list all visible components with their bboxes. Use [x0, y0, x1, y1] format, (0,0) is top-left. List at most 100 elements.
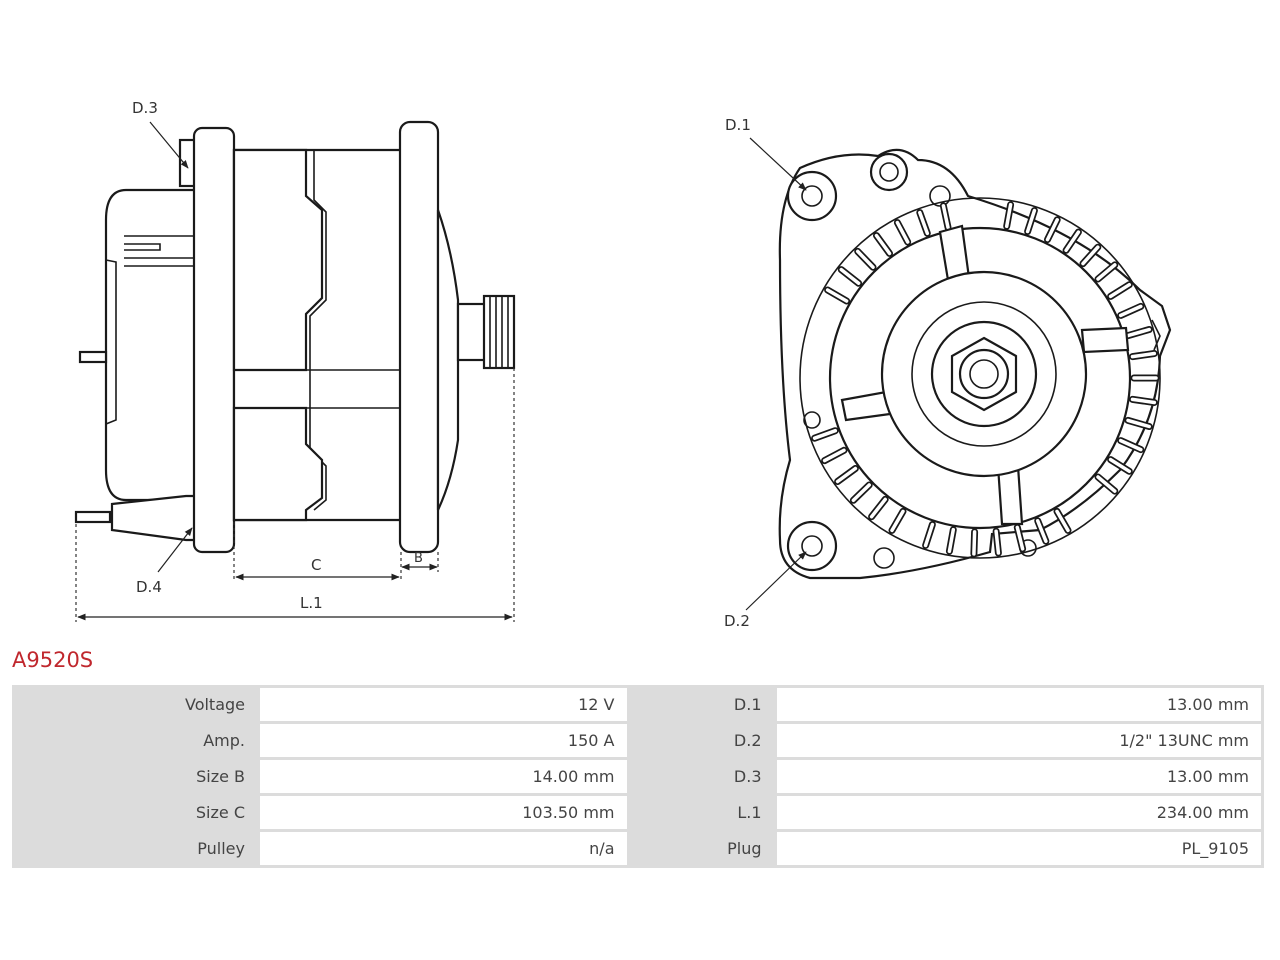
vent-slot — [972, 530, 977, 556]
shaft-washer — [958, 348, 1010, 400]
vent-slot — [1118, 304, 1143, 318]
vent-slot — [890, 509, 905, 533]
label-c: C — [311, 556, 321, 574]
vent-slot — [1108, 282, 1132, 299]
housing-center-band — [234, 369, 404, 409]
spec-value: PL_9105 — [776, 832, 1261, 865]
label-d4: D.4 — [136, 578, 162, 596]
rear-cover-clip-lower — [124, 257, 195, 267]
d2-leader — [745, 551, 807, 611]
vent-slot — [835, 466, 858, 484]
pulley — [482, 294, 516, 370]
product-code: A9520S — [12, 648, 94, 672]
spec-value: 1/2" 13UNC mm — [776, 724, 1261, 757]
spec-value: 14.00 mm — [260, 760, 627, 793]
spec-value: 12 V — [260, 688, 627, 721]
vent-slot — [895, 220, 910, 244]
spec-key: Size B — [15, 760, 257, 793]
vent-slot — [947, 527, 956, 554]
vent-slot — [1025, 208, 1037, 234]
fan-blade-right — [1080, 326, 1130, 354]
spec-value: n/a — [260, 832, 627, 865]
vent-slot — [1118, 438, 1143, 452]
rear-cover-clip-upper — [124, 235, 195, 251]
vent-slot — [1108, 457, 1132, 474]
front-view: D.1 D.2 — [724, 116, 1172, 630]
shaft — [456, 302, 488, 362]
side-small-boss — [803, 411, 821, 429]
vent-slot — [874, 233, 892, 256]
spec-key: Voltage — [15, 688, 257, 721]
side-view: D.3 D.4 B C L.1 — [74, 99, 516, 622]
stator-step-line — [309, 150, 327, 511]
vent-slot — [1081, 245, 1100, 266]
vent-slot — [941, 204, 950, 230]
vent-slot — [1015, 525, 1025, 551]
front-frame-flange — [398, 120, 440, 554]
vent-slot — [918, 210, 930, 236]
spec-key: D.1 — [629, 688, 774, 721]
vent-slot — [1126, 418, 1151, 429]
vent-slot — [825, 288, 849, 303]
cooling-vent-slots — [811, 201, 1160, 558]
vent-slot — [994, 529, 1001, 555]
vent-slot — [1096, 263, 1117, 281]
vent-slot — [851, 483, 871, 503]
spec-key: Amp. — [15, 724, 257, 757]
housing-cutout-lower — [232, 406, 324, 522]
terminal-stud-upper — [78, 350, 108, 364]
upper-boss — [869, 152, 909, 192]
vent-slot — [1045, 218, 1059, 242]
terminal-tab — [1151, 319, 1161, 351]
spec-value: 103.50 mm — [260, 796, 627, 829]
rotor-hub-middle — [911, 301, 1057, 447]
spec-value: 234.00 mm — [776, 796, 1261, 829]
terminal-block — [110, 494, 198, 542]
vent-ring-outer — [799, 197, 1161, 559]
vent-slot — [812, 428, 838, 440]
vent-slot — [1064, 230, 1081, 253]
alternator-technical-drawing: D.3 D.4 B C L.1 — [74, 99, 1172, 630]
vent-slot — [1126, 327, 1151, 338]
vent-slot — [822, 448, 846, 463]
terminal-stud-lower — [74, 510, 112, 524]
label-d2: D.2 — [724, 612, 750, 630]
spec-key: Size C — [15, 796, 257, 829]
spec-key: D.3 — [629, 760, 774, 793]
spec-key: D.2 — [629, 724, 774, 757]
d1-leader — [749, 137, 807, 191]
upper-boss-hole — [879, 162, 899, 182]
d3-leader — [149, 121, 189, 169]
label-l1: L.1 — [300, 594, 323, 612]
d4-leader — [157, 527, 193, 573]
vent-slot — [1035, 519, 1048, 543]
vent-slot — [1004, 202, 1013, 229]
vent-slot — [839, 267, 861, 285]
rear-cover-seam — [105, 259, 117, 425]
vent-slot — [1130, 351, 1157, 359]
spec-value: 13.00 mm — [776, 760, 1261, 793]
front-bearing-dome — [436, 209, 460, 511]
shaft-end — [969, 359, 999, 389]
vent-slot — [869, 497, 887, 519]
label-b: B — [414, 551, 423, 566]
spec-key: L.1 — [629, 796, 774, 829]
rear-cover — [104, 188, 197, 502]
spec-value: 150 A — [260, 724, 627, 757]
vent-slot — [923, 522, 935, 548]
d2-hole — [801, 535, 823, 557]
vent-slot — [1055, 509, 1070, 533]
spec-key: Pulley — [15, 832, 257, 865]
vent-slot — [1130, 397, 1157, 405]
vent-slot — [855, 249, 875, 269]
pulley-grooves — [489, 296, 509, 368]
d1-hole — [801, 185, 823, 207]
spec-value: 13.00 mm — [776, 688, 1261, 721]
rear-frame-flange — [192, 126, 236, 554]
spec-key: Plug — [629, 832, 774, 865]
